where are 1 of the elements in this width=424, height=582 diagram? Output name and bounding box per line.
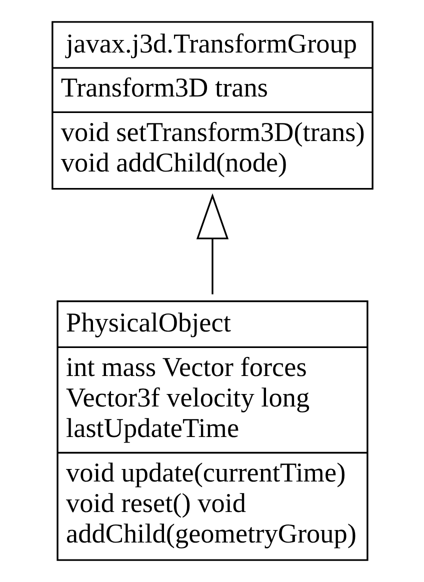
arrow [196,193,228,294]
